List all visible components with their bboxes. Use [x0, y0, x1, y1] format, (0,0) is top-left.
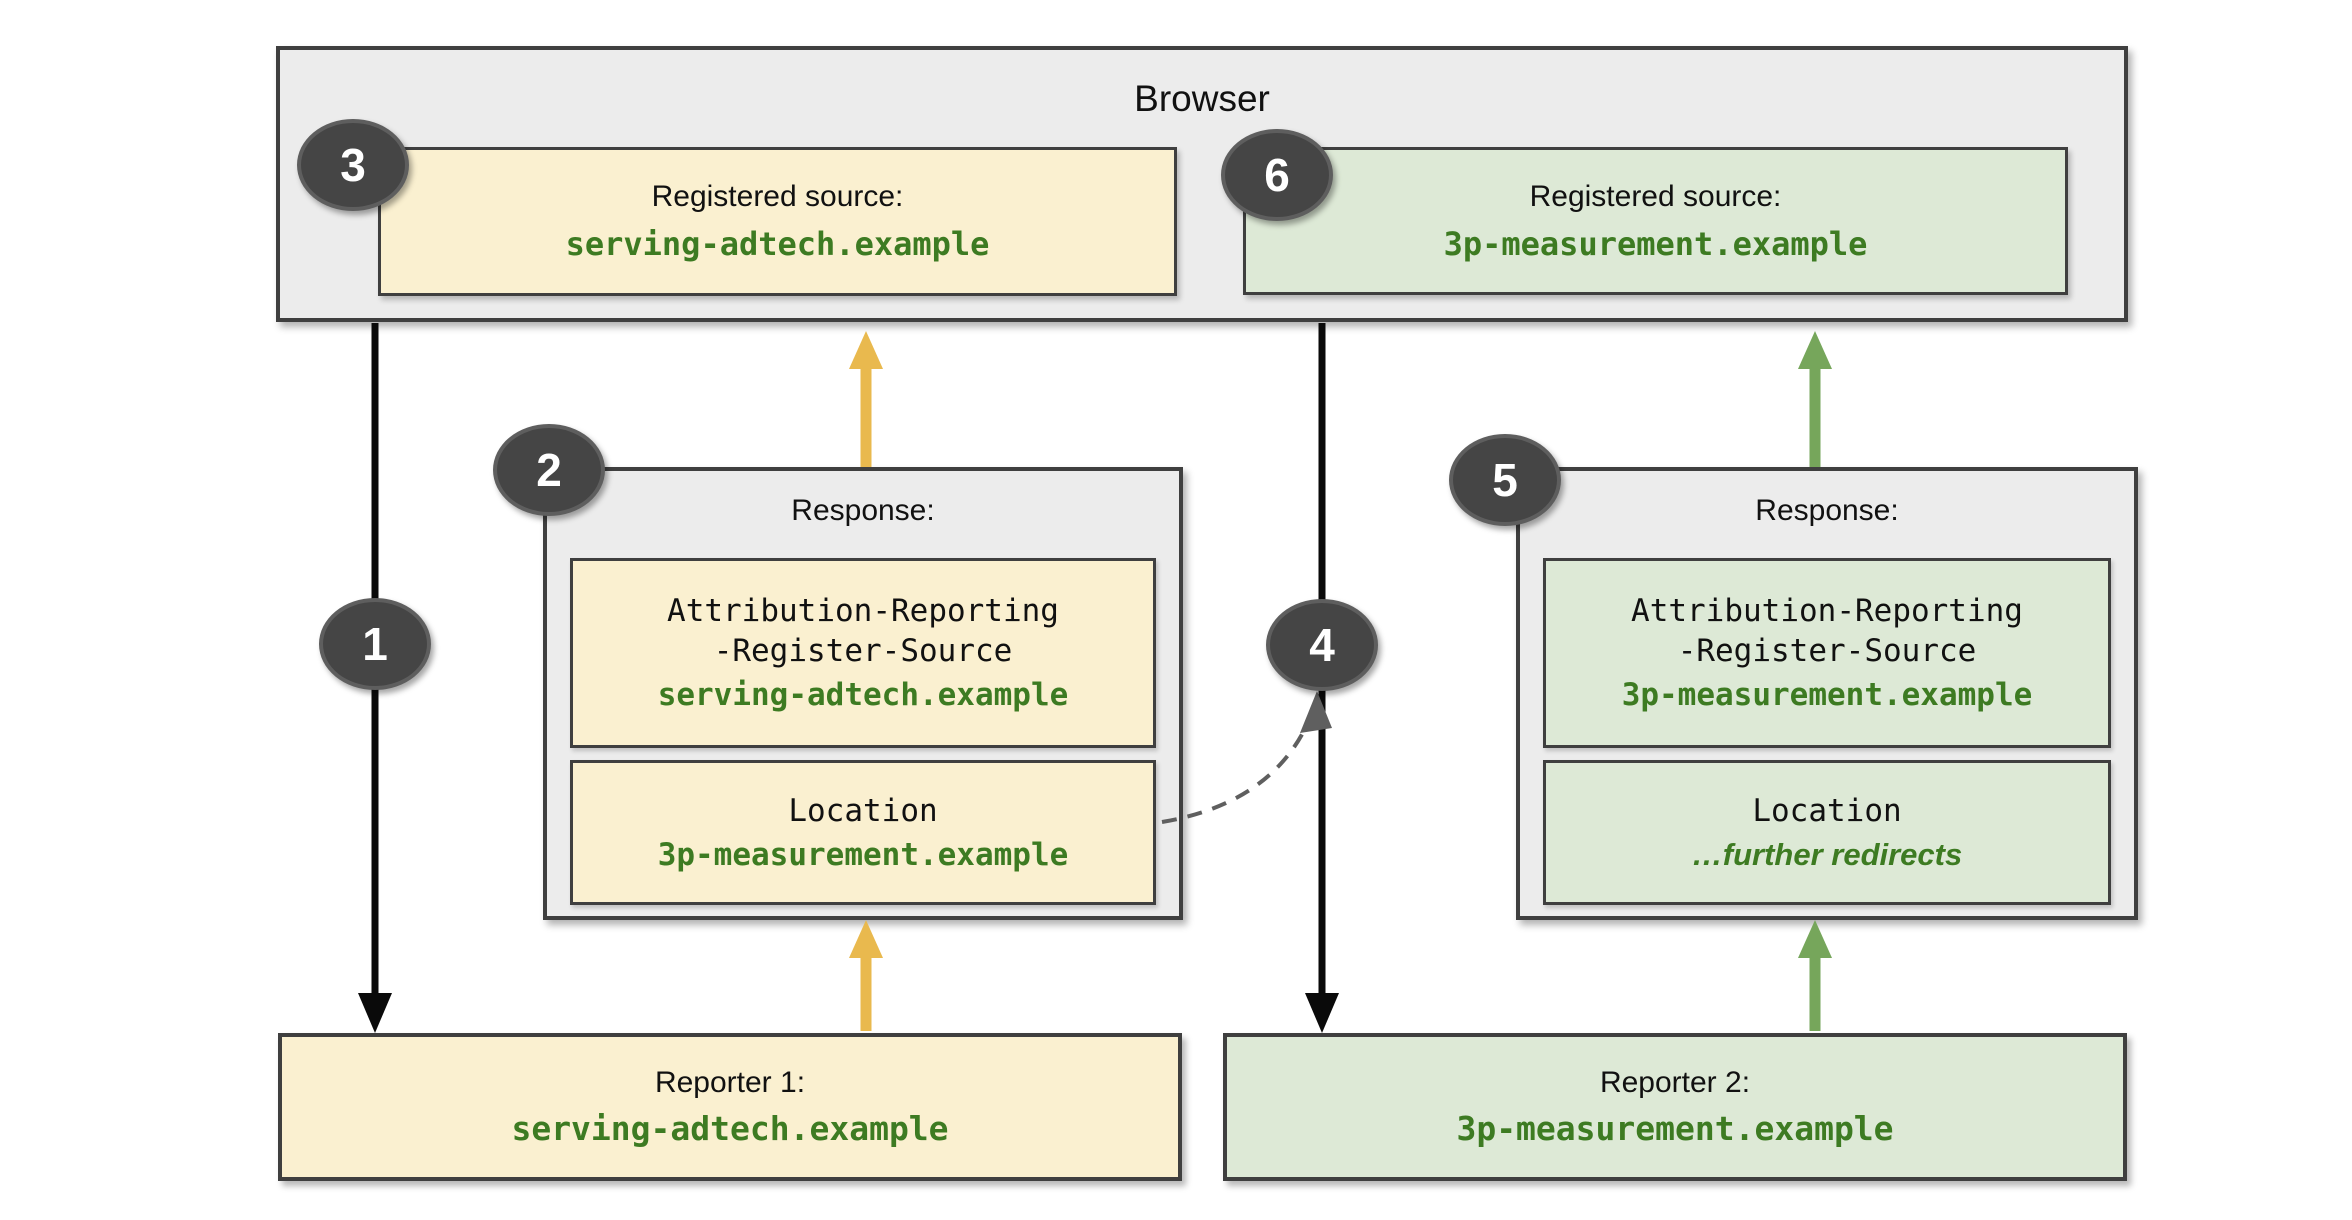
- location-value-further-redirects: …further redirects: [1691, 836, 1963, 872]
- step-number: 5: [1492, 454, 1518, 506]
- location-header-box: Location 3p-measurement.example: [570, 760, 1156, 905]
- step-number: 2: [536, 444, 562, 496]
- register-source-header-box: Attribution-Reporting -Register-Source s…: [570, 558, 1156, 748]
- step-badge-6: 6: [1221, 129, 1333, 221]
- header-line: -Register-Source: [1677, 633, 1977, 669]
- registered-source-serving-adtech: Registered source: serving-adtech.exampl…: [378, 147, 1177, 296]
- register-source-header-box: Attribution-Reporting -Register-Source 3…: [1543, 558, 2111, 748]
- header-domain: 3p-measurement.example: [1621, 677, 2033, 713]
- step-number: 4: [1309, 619, 1335, 671]
- reporter-label: Reporter 1:: [654, 1066, 806, 1099]
- header-line: Attribution-Reporting: [667, 593, 1059, 629]
- header-line: Attribution-Reporting: [1631, 593, 2023, 629]
- reporter-domain: serving-adtech.example: [511, 1109, 949, 1148]
- response-header: Response:: [1755, 494, 1899, 527]
- reporter-1-box: Reporter 1: serving-adtech.example: [278, 1033, 1182, 1181]
- registered-source-label: Registered source:: [651, 180, 904, 213]
- reporter-label: Reporter 2:: [1599, 1066, 1751, 1099]
- response-panel-reporter1: Response: Attribution-Reporting -Registe…: [543, 467, 1183, 920]
- reporter-2-box: Reporter 2: 3p-measurement.example: [1223, 1033, 2127, 1181]
- step-badge-3: 3: [297, 119, 409, 211]
- registered-source-domain: 3p-measurement.example: [1443, 224, 1868, 263]
- step-number: 3: [340, 139, 366, 191]
- header-line: -Register-Source: [713, 633, 1013, 669]
- step-number: 1: [362, 618, 388, 670]
- step-badge-5: 5: [1449, 434, 1561, 526]
- response-header: Response:: [791, 494, 935, 527]
- registered-source-domain: serving-adtech.example: [565, 225, 990, 263]
- registered-source-label: Registered source:: [1529, 179, 1782, 213]
- header-domain: serving-adtech.example: [657, 677, 1069, 713]
- registered-source-3p-measurement: Registered source: 3p-measurement.exampl…: [1243, 147, 2068, 295]
- location-value: 3p-measurement.example: [657, 836, 1069, 873]
- arrow-step6-response2-to-browser: [1798, 331, 1832, 467]
- arrow-step2-reporter1-to-response1: [849, 920, 883, 1031]
- step-badge-4: 4: [1266, 599, 1378, 691]
- arrow-step3-response1-to-browser: [849, 331, 883, 467]
- location-label: Location: [788, 792, 938, 829]
- step-badge-1: 1: [319, 598, 431, 690]
- location-label: Location: [1752, 792, 1902, 829]
- arrow-step5-reporter2-to-response2: [1798, 920, 1832, 1031]
- response-panel-reporter2: Response: Attribution-Reporting -Registe…: [1516, 467, 2138, 920]
- step-badge-2: 2: [493, 424, 605, 516]
- browser-title: Browser: [1134, 78, 1270, 119]
- step-number: 6: [1264, 149, 1290, 201]
- location-header-box: Location …further redirects: [1543, 760, 2111, 905]
- reporter-domain: 3p-measurement.example: [1456, 1109, 1894, 1148]
- dashed-redirect-arrow-location-to-step4: [1161, 691, 1332, 824]
